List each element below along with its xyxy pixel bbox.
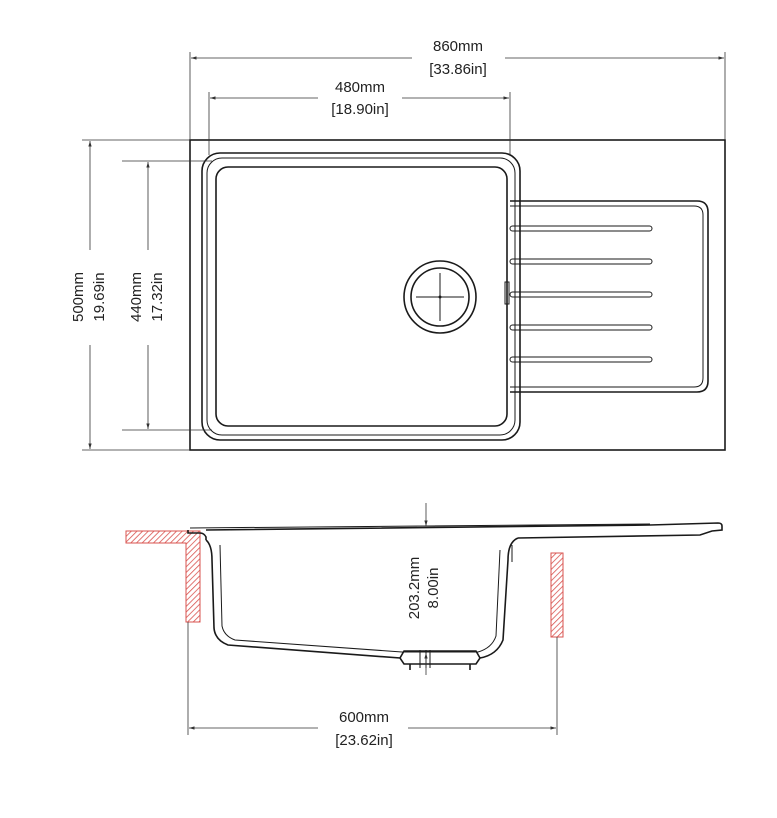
bowl-profile-outer — [205, 537, 519, 665]
dim-bowl-width: 480mm [18.90in] — [208, 79, 511, 155]
top-view: 860mm [33.86in] 480mm [18.90in] 500mm 19… — [70, 38, 726, 451]
cabinet-left — [125, 530, 201, 623]
overall-depth-in: 19.69in — [91, 272, 108, 321]
bowl-width-in: [18.90in] — [331, 101, 389, 118]
dim-overall-depth: 500mm 19.69in — [70, 139, 190, 451]
dim-cabinet-width: 600mm [23.62in] — [187, 622, 558, 749]
overall-width-mm: 860mm — [433, 38, 483, 55]
bowl-depth-in: 17.32in — [149, 272, 166, 321]
side-view: 203.2mm 8.00in 600mm [23.62in] — [125, 503, 723, 749]
bowl-profile-inner — [219, 544, 501, 653]
dim-bowl-depth: 440mm 17.32in — [122, 160, 212, 431]
bowl-height-in: 8.00in — [425, 568, 442, 609]
drainboard — [509, 200, 709, 393]
cabinet-right — [550, 552, 564, 638]
sink-outline — [189, 139, 726, 451]
cabinet-width-mm: 600mm — [339, 709, 389, 726]
drain-stub — [399, 650, 481, 670]
sink-profile-top — [187, 522, 723, 540]
bowl-width-mm: 480mm — [335, 79, 385, 96]
cabinet-width-in: [23.62in] — [335, 732, 393, 749]
overflow-slot — [504, 281, 510, 305]
drain-icon — [403, 260, 477, 334]
overall-width-in: [33.86in] — [429, 61, 487, 78]
dim-bowl-height: 203.2mm 8.00in — [406, 503, 442, 675]
bowl-height-mm: 203.2mm — [406, 557, 423, 620]
bowl-rim-outer — [201, 152, 521, 441]
dim-overall-width: 860mm [33.86in] — [189, 38, 726, 140]
drainboard-grooves — [509, 225, 653, 363]
overall-depth-mm: 500mm — [70, 272, 87, 322]
bowl-basin — [215, 166, 508, 427]
bowl-depth-mm: 440mm — [128, 272, 145, 322]
